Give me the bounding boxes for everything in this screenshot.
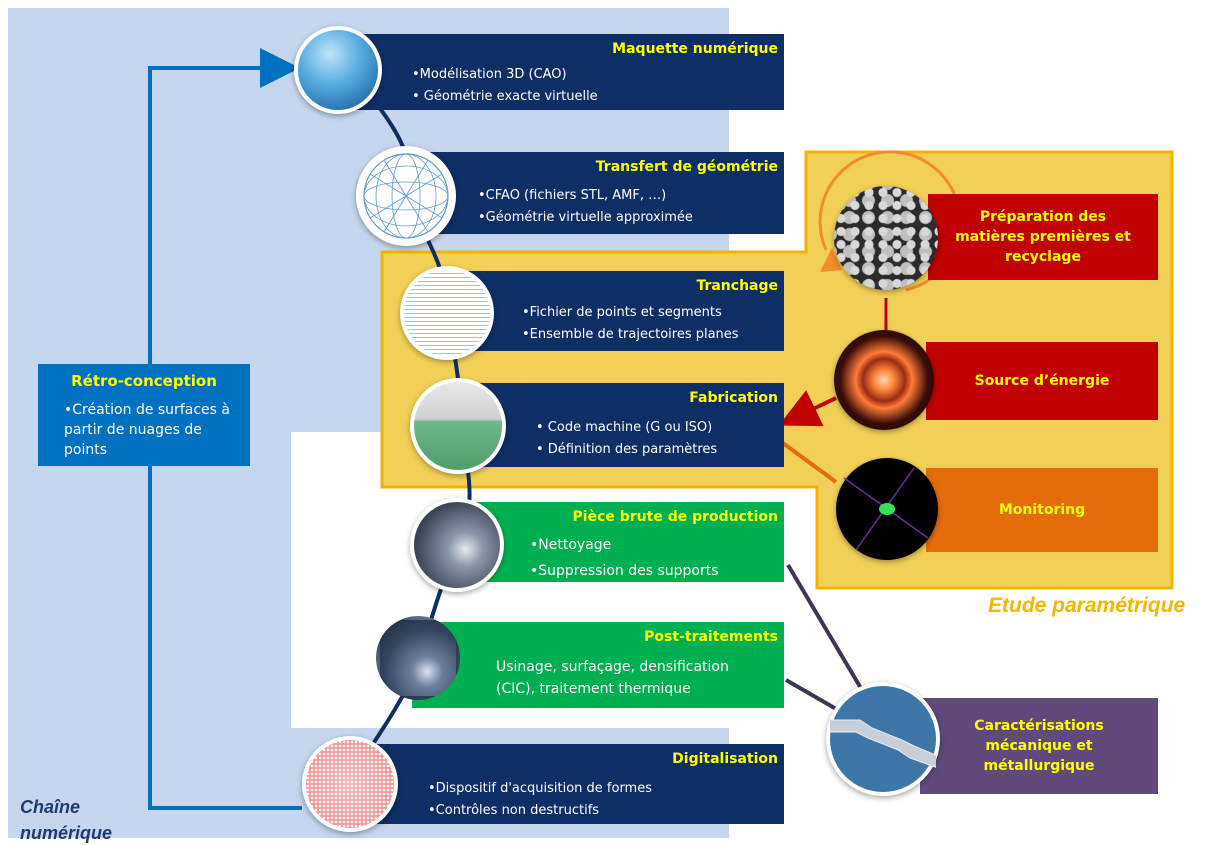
fabrication-sphere-icon xyxy=(410,378,506,474)
step-tranchage-box: Tranchage •Fichier de points et segments… xyxy=(444,271,784,351)
param-preparation-box: Préparation des matières premières et re… xyxy=(928,194,1158,280)
step-fabrication-item: • Définition des paramètres xyxy=(536,442,718,457)
param-monitoring-label: Monitoring xyxy=(998,502,1086,518)
param-source-label: Source d’énergie xyxy=(974,373,1110,389)
step-piece-item: •Nettoyage xyxy=(530,537,612,553)
step-transfert-item: •Géométrie virtuelle approximée xyxy=(478,210,693,225)
energy-source-icon xyxy=(834,330,934,430)
step-maquette-title: Maquette numérique xyxy=(612,41,778,57)
param-source-box: Source d’énergie xyxy=(926,342,1158,420)
step-digitalisation-title: Digitalisation xyxy=(672,751,778,767)
step-piece-item: •Suppression des supports xyxy=(530,563,719,579)
monitoring-icon xyxy=(836,458,938,560)
step-fabrication-item: • Code machine (G ou ISO) xyxy=(536,420,713,435)
cad-sphere-icon xyxy=(294,26,382,114)
step-post-item: Usinage, surfaçage, densification xyxy=(496,659,729,675)
caracterisation-label: Caractérisations mécanique et métallurgi… xyxy=(974,718,1104,774)
step-post-box: Post-traitements Usinage, surfaçage, den… xyxy=(412,622,784,708)
sliced-sphere-icon xyxy=(400,266,494,360)
post-treatment-sphere-icon xyxy=(376,616,460,700)
chain-label: Chaîne numérique xyxy=(20,797,113,843)
step-fabrication-title: Fabrication xyxy=(689,390,778,406)
step-piece-title: Pièce brute de production xyxy=(572,509,778,525)
retro-conception-box: Rétro-conception •Création de surfaces à… xyxy=(38,364,250,466)
step-post-title: Post-traitements xyxy=(644,629,778,645)
step-transfert-title: Transfert de géométrie xyxy=(595,159,778,175)
step-maquette-box: Maquette numérique •Modélisation 3D (CAO… xyxy=(346,34,784,110)
retro-conception-title: Rétro-conception xyxy=(71,372,217,390)
step-tranchage-item: •Ensemble de trajectoires planes xyxy=(522,327,739,342)
step-transfert-item: •CFAO (fichiers STL, AMF, …) xyxy=(478,188,667,203)
powder-icon xyxy=(834,186,938,290)
step-digitalisation-item: •Contrôles non destructifs xyxy=(428,803,600,818)
step-post-item: (CIC), traitement thermique xyxy=(496,681,691,697)
step-piece-box: Pièce brute de production •Nettoyage •Su… xyxy=(460,502,784,582)
parametric-study-label: Etude paramétrique xyxy=(988,594,1186,617)
tensile-specimen-icon xyxy=(826,682,940,796)
step-tranchage-item: •Fichier de points et segments xyxy=(522,305,722,320)
mesh-sphere-icon xyxy=(356,146,456,246)
param-preparation-label: Préparation des matières premières et re… xyxy=(955,209,1131,265)
step-tranchage-title: Tranchage xyxy=(696,278,778,294)
param-monitoring-box: Monitoring xyxy=(926,468,1158,552)
step-transfert-box: Transfert de géométrie •CFAO (fichiers S… xyxy=(410,152,784,234)
step-digitalisation-item: •Dispositif d'acquisition de formes xyxy=(428,781,652,796)
caracterisation-box: Caractérisations mécanique et métallurgi… xyxy=(920,698,1158,794)
point-cloud-sphere-icon xyxy=(302,736,398,832)
step-maquette-item: •Modélisation 3D (CAO) xyxy=(412,67,567,82)
retro-conception-text: •Création de surfaces à partir de nuages… xyxy=(64,402,230,458)
step-maquette-item: • Géométrie exacte virtuelle xyxy=(412,89,598,104)
raw-part-sphere-icon xyxy=(410,498,504,592)
step-fabrication-box: Fabrication • Code machine (G ou ISO) • … xyxy=(462,383,784,467)
step-digitalisation-box: Digitalisation •Dispositif d'acquisition… xyxy=(346,744,784,824)
